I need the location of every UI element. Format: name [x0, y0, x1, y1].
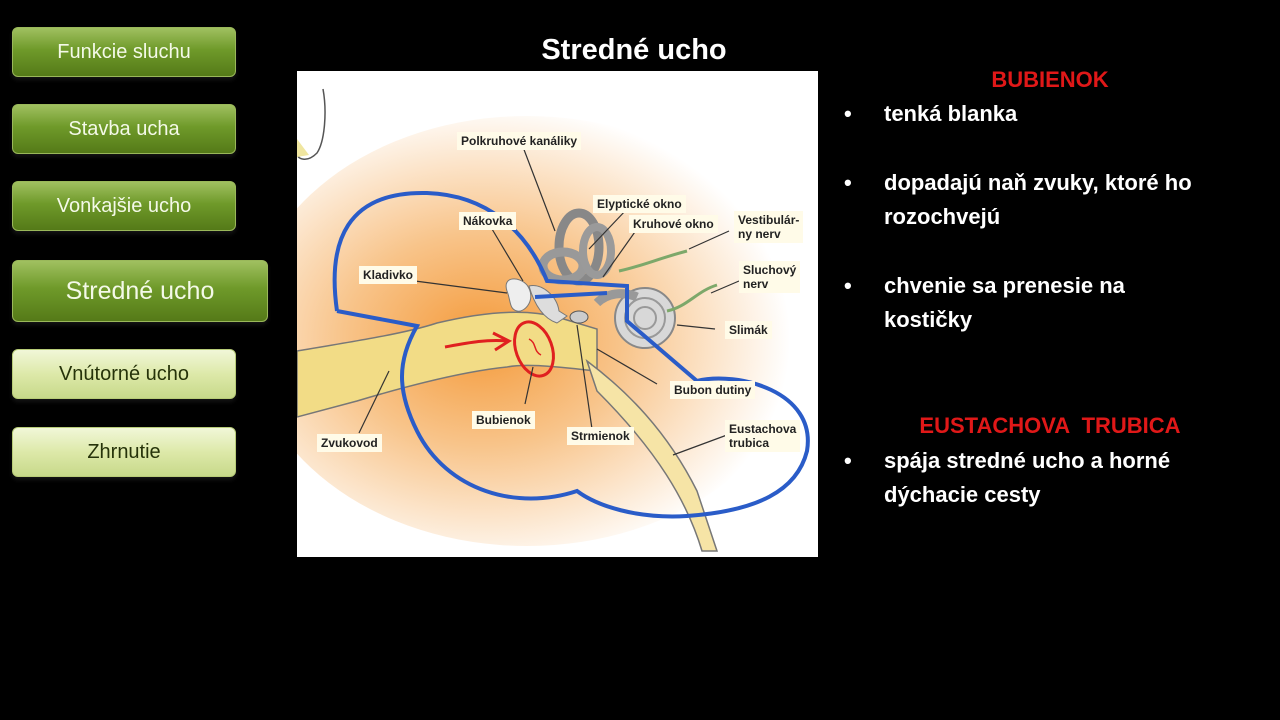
- leader-lines: [358, 146, 740, 456]
- eardrum-highlight: [513, 320, 555, 378]
- nav-button-label: Stredné ucho: [65, 276, 215, 305]
- nav-button-label: Funkcie sluchu: [57, 40, 191, 63]
- label-line: ny nerv: [738, 227, 781, 241]
- label-polkruhove-kanaliky: Polkruhové kanáliky: [457, 132, 582, 150]
- label-line: nerv: [743, 277, 769, 291]
- label-bubon-dutiny: Bubon dutiny: [670, 381, 756, 399]
- cochlear-nerve: [666, 283, 718, 313]
- label-elypticke-okno: Elyptické okno: [593, 195, 686, 213]
- semicircular-canal-3: [579, 223, 615, 279]
- nav-button-label: Zhrnutie: [87, 440, 161, 463]
- label-slimak: Slimák: [725, 321, 772, 339]
- bullet-text-line: tenká blanka: [884, 101, 1018, 126]
- label-line: Vestibulár-: [738, 213, 800, 227]
- cochlea-shape: [614, 287, 676, 349]
- bullet-dot: •: [844, 170, 852, 195]
- heading-eustachova-trubica: EUSTACHOVA TRUBICA: [919, 413, 1181, 438]
- nav-button-zhrnutie[interactable]: Zhrnutie: [12, 427, 236, 477]
- label-line: Eustachova: [729, 422, 797, 436]
- bullet-text-line: kostičky: [884, 307, 973, 332]
- ear-canal: [296, 311, 598, 418]
- nav-button-stredne-ucho[interactable]: Stredné ucho: [12, 260, 268, 322]
- label-kruhove-okno: Kruhové okno: [629, 215, 718, 233]
- nav-button-label: Vonkajšie ucho: [56, 194, 192, 217]
- label-kladivko: Kladivko: [359, 266, 418, 284]
- label-line: trubica: [729, 436, 770, 450]
- stapes-shape: [569, 310, 589, 324]
- pinna-edge: [297, 139, 309, 157]
- label-vestibularny-nerv: Vestibulár- ny nerv: [734, 211, 804, 243]
- ear-diagram: Polkruhové kanáliky Elyptické okno Nákov…: [247, 71, 818, 557]
- bullet-dot: •: [844, 448, 852, 473]
- nav-button-funkcie-sluchu[interactable]: Funkcie sluchu: [12, 27, 236, 77]
- nav-button-label: Stavba ucha: [68, 117, 180, 140]
- label-line: Sluchový: [743, 263, 797, 277]
- label-nakovka: Nákovka: [459, 212, 517, 230]
- label-bubienok: Bubienok: [472, 411, 535, 429]
- nav-button-stavba-ucha[interactable]: Stavba ucha: [12, 104, 236, 154]
- bullet-text-line: dopadajú naň zvuky, ktoré ho: [884, 170, 1192, 195]
- nav-button-vonkajsie-ucho[interactable]: Vonkajšie ucho: [12, 181, 236, 231]
- eustachian-tube: [585, 358, 719, 552]
- slide-title: Stredné ucho: [541, 34, 727, 66]
- bullet-text-line: dýchacie cesty: [884, 482, 1041, 507]
- label-strmienok: Strmienok: [567, 427, 634, 445]
- label-zvukovod: Zvukovod: [317, 434, 382, 452]
- nav-button-vnutorne-ucho[interactable]: Vnútorné ucho: [12, 349, 236, 399]
- vestibular-nerve: [618, 249, 688, 273]
- bullet-text-line: chvenie sa prenesie na: [884, 273, 1125, 298]
- bullet-dot: •: [844, 101, 852, 126]
- nav-button-label: Vnútorné ucho: [58, 362, 190, 385]
- skin-contour: [296, 88, 326, 160]
- malleus-shape: [505, 278, 532, 312]
- middle-ear-outline: [332, 190, 810, 519]
- bullet-dot: •: [844, 273, 852, 298]
- heading-bubienok: BUBIENOK: [991, 67, 1109, 92]
- label-sluchovy-nerv: Sluchový nerv: [739, 261, 801, 293]
- sound-arrow: [444, 339, 508, 349]
- label-eustachova-trubica: Eustachova trubica: [725, 420, 801, 452]
- bullet-text-line: spája stredné ucho a horné: [884, 448, 1171, 473]
- bullet-text-line: rozochvejú: [884, 204, 1001, 229]
